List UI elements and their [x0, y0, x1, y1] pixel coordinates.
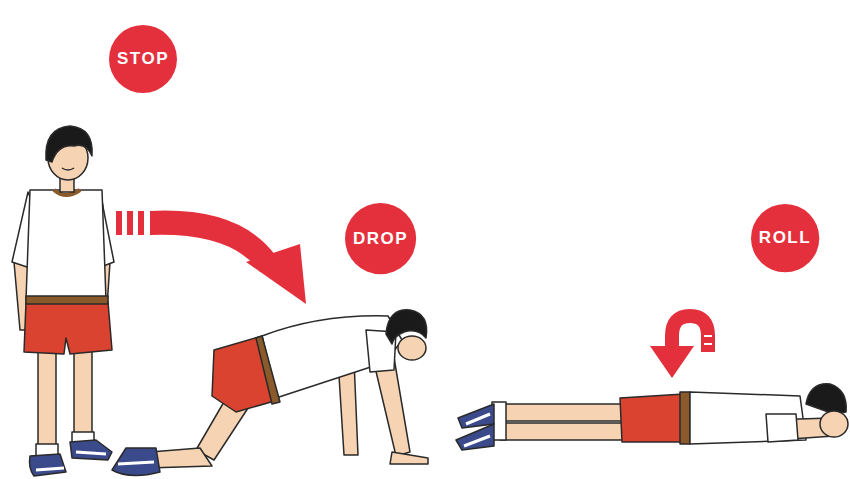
step-label: DROP — [353, 229, 408, 249]
crouching-boy-part — [118, 462, 154, 464]
lying-boy-part — [500, 404, 625, 421]
crouching-boy-part — [390, 452, 428, 464]
standing-boy-part — [38, 348, 56, 446]
lying-boy-part — [620, 394, 686, 442]
standing-boy-part — [30, 454, 67, 476]
lying-boy-part — [500, 423, 625, 440]
lying-boy-part — [820, 411, 848, 437]
standing-boy — [12, 126, 114, 476]
standing-boy-part — [70, 440, 112, 460]
stop-sign-circle: ROLL — [751, 204, 819, 272]
crouching-boy-part — [256, 336, 280, 404]
crouching-boy-part — [398, 336, 426, 360]
lying-boy-part — [464, 414, 490, 446]
motion-arrow-part — [138, 211, 144, 235]
roll-arrow-part — [650, 346, 694, 378]
motion-arrow-part — [127, 211, 133, 235]
standing-boy-part — [74, 348, 92, 434]
circle-fill — [751, 204, 819, 272]
crouching-boy — [112, 310, 428, 476]
lying-boy-part — [806, 384, 846, 414]
lying-boy — [456, 384, 848, 450]
crouching-boy-part — [386, 310, 427, 344]
roll-arrow — [650, 316, 712, 378]
circle-fill — [109, 25, 177, 93]
crouching-boy-part — [112, 448, 160, 476]
motion-arrow-part — [116, 211, 122, 235]
step-label: STOP — [117, 49, 169, 69]
standing-boy-part — [46, 126, 92, 162]
standing-boy-part — [76, 452, 106, 454]
stop-sign-circle: STOP — [109, 25, 177, 93]
standing-boy-part — [62, 168, 74, 170]
circle-fill — [345, 203, 416, 274]
step-label: ROLL — [759, 228, 811, 248]
standing-boy-part — [36, 468, 64, 470]
standing-boy-part — [26, 296, 108, 304]
standing-boy-part — [26, 190, 106, 300]
stop-sign-circle: DROP — [345, 203, 416, 274]
standing-boy-part — [24, 302, 112, 354]
motion-arrow-part — [246, 244, 306, 304]
motion-arrow — [116, 211, 306, 304]
roll-arrow-part — [704, 336, 712, 344]
lying-boy-part — [680, 392, 690, 444]
lying-boy-part — [690, 392, 806, 444]
lying-boy-part — [766, 414, 798, 442]
